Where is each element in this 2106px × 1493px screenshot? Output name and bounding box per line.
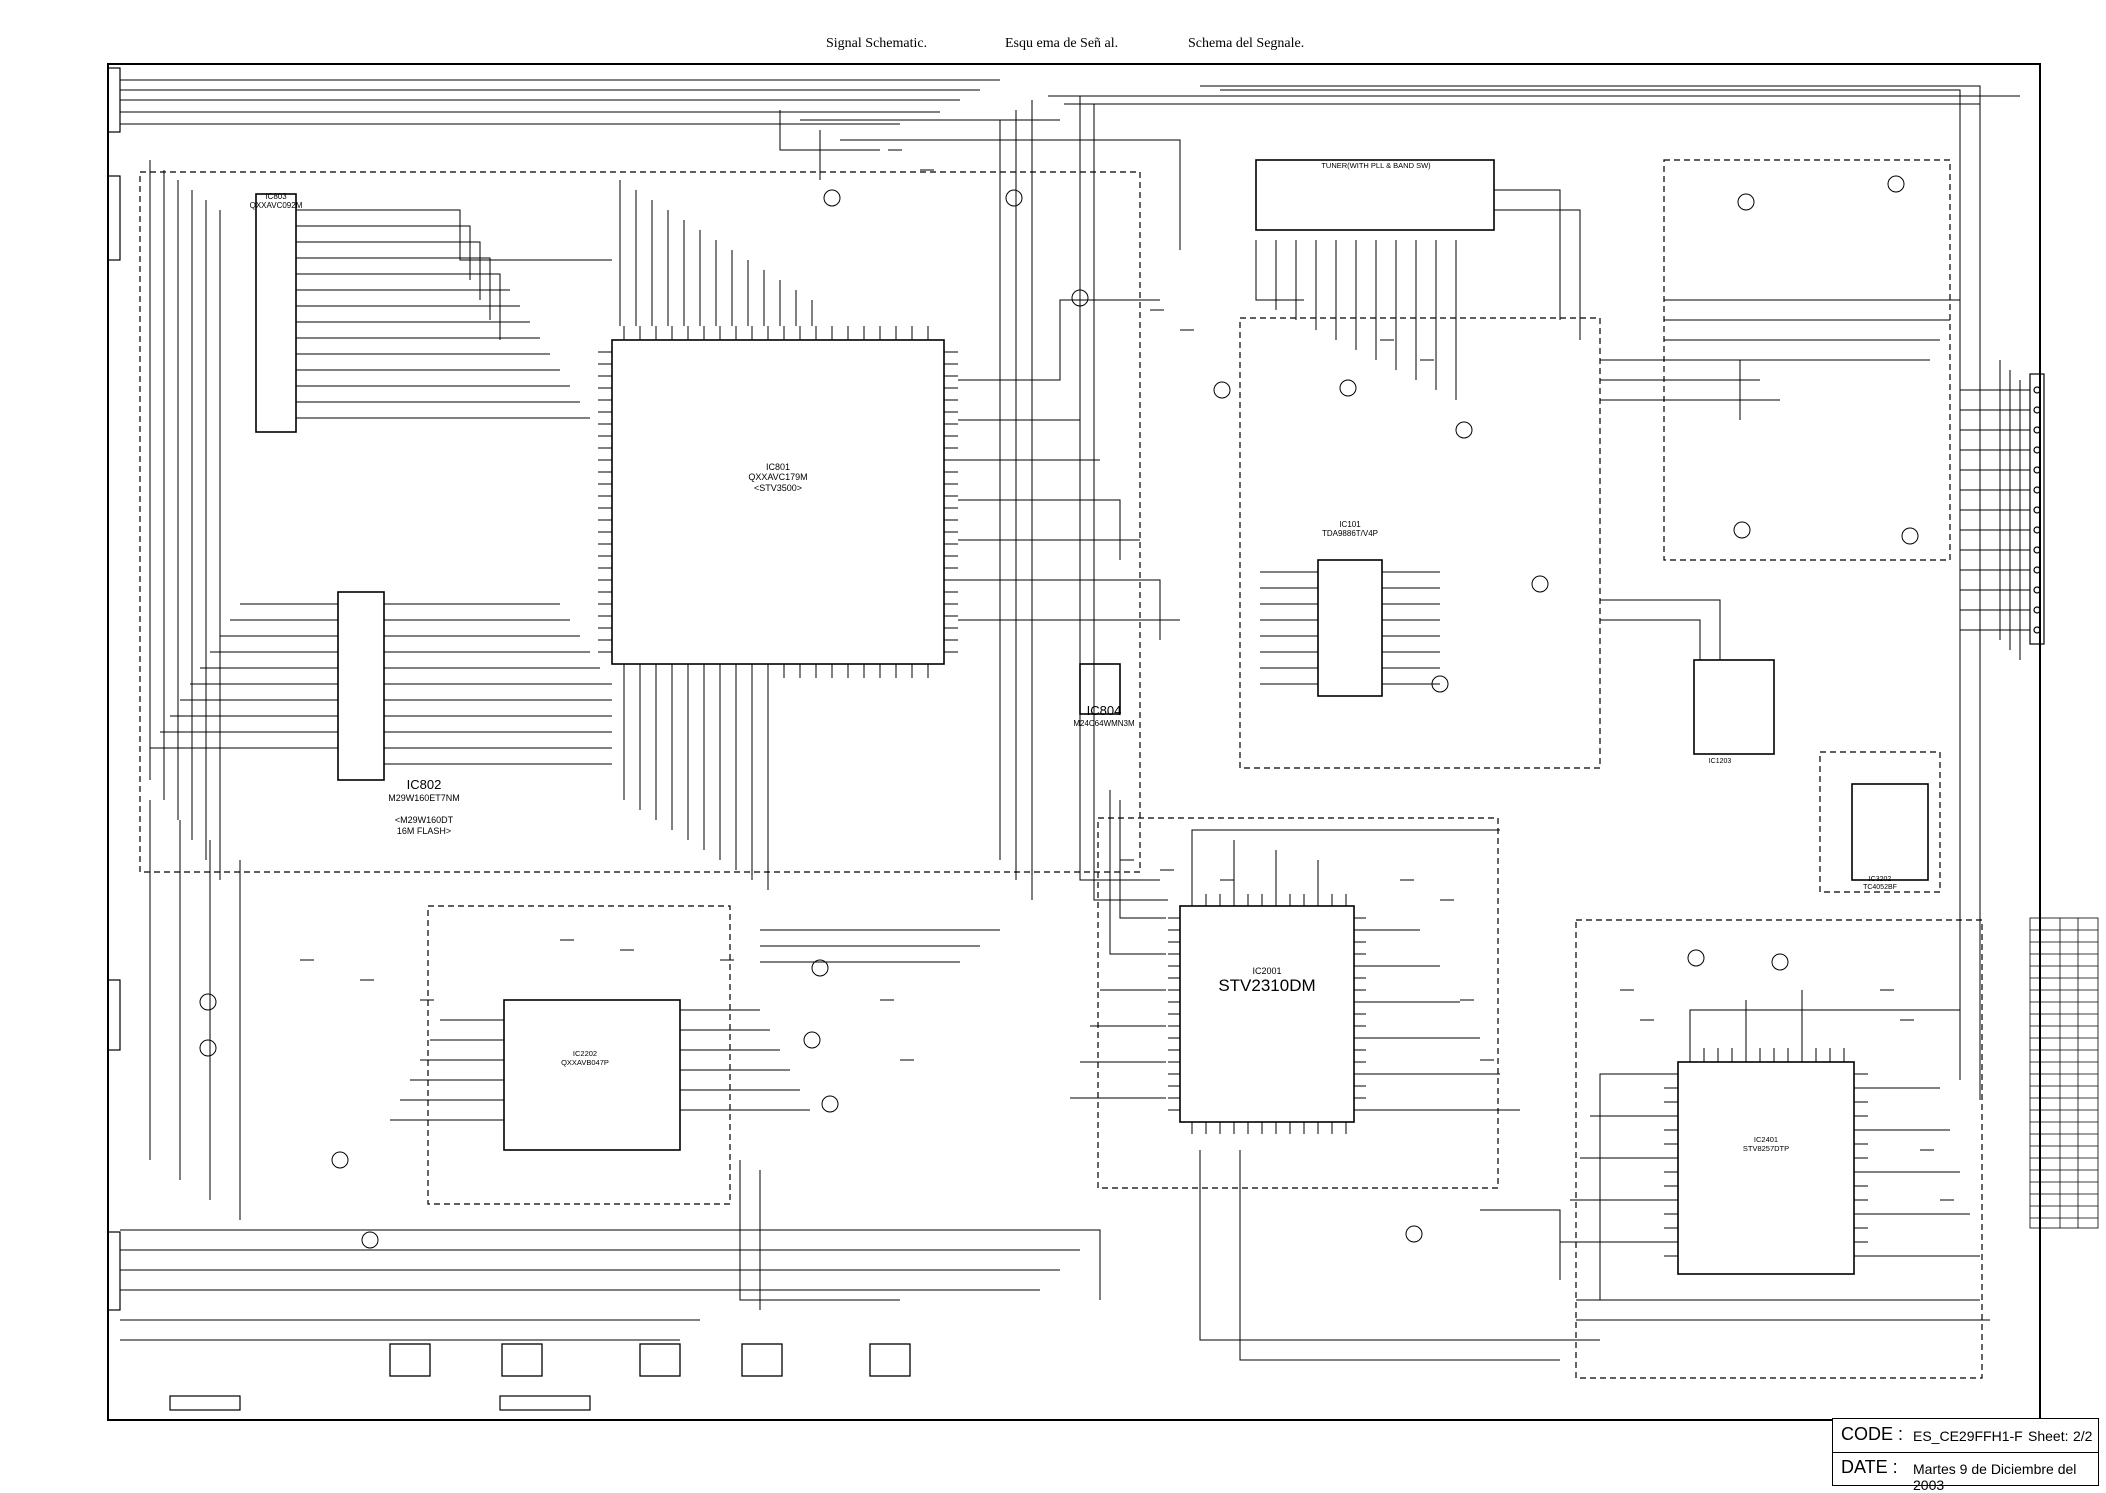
- ic803-body: [255, 193, 297, 433]
- wiring: [120, 79, 2030, 1361]
- ic802-body: [337, 591, 385, 781]
- section-boxes: [139, 159, 1983, 1379]
- ic2001-pins: [1168, 894, 1366, 1134]
- left-connectors: [107, 67, 591, 1411]
- ic1203-label: IC1203: [1708, 758, 1732, 765]
- title-spanish: Esqu ema de Señ al.: [1005, 36, 1119, 51]
- ic3202-label: IC3202 TC4052BF: [1863, 876, 1897, 892]
- tuner-body: [1255, 159, 1495, 231]
- date-label: DATE :: [1841, 1457, 1898, 1477]
- title-block: CODE : ES_CE29FFH1-F Sheet: 2/2 DATE : M…: [1832, 1418, 2099, 1493]
- ic801-pins: [598, 326, 958, 678]
- date-value: Martes 9 de Diciembre del 2003: [1913, 1461, 2077, 1493]
- code-value: ES_CE29FFH1-F: [1913, 1428, 2023, 1444]
- sheet-frame: [107, 63, 2041, 1421]
- ic2001-body: [1179, 905, 1355, 1123]
- scart-connector: [2029, 373, 2045, 645]
- bottom-amps: [389, 1343, 911, 1377]
- tuner-label: TUNER(WITH PLL & BAND SW): [1321, 161, 1431, 170]
- option-table-grid: [2029, 917, 2099, 1229]
- sheet-label: Sheet:: [2028, 1428, 2069, 1444]
- sheet-value: 2/2: [2073, 1428, 2093, 1444]
- ic801-body: [611, 339, 945, 665]
- ic2001-label: IC2001 STV2310DM: [1218, 966, 1316, 996]
- ic2202-label: IC2202 QXXAVB047P: [561, 1049, 609, 1067]
- code-label: CODE :: [1841, 1424, 1904, 1444]
- ic2202-body: [503, 999, 681, 1151]
- ic101-label: IC101 TDA9886T/V4P: [1321, 520, 1379, 539]
- ic2401-pins: [1664, 1048, 1868, 1257]
- ic101-body: [1317, 559, 1383, 697]
- ic1203-body: [1693, 659, 1775, 755]
- title-italian: Schema del Segnale.: [1188, 36, 1305, 51]
- ic804-label: IC804 M24C64WMN3M: [1073, 703, 1135, 728]
- title-block-code-row: CODE : ES_CE29FFH1-F Sheet: 2/2: [1833, 1419, 2098, 1453]
- ic2401-label: IC2401 STV8257DTP: [1742, 1135, 1790, 1153]
- title-block-date-row: DATE : Martes 9 de Diciembre del 2003: [1833, 1452, 2098, 1493]
- discrete-components: [199, 149, 1954, 1249]
- ic801-label: IC801 QXXAVC179M <STV3500>: [748, 462, 808, 493]
- title-english: Signal Schematic.: [826, 36, 928, 51]
- ic3202-body: [1851, 783, 1929, 881]
- ic2401-body: [1677, 1061, 1855, 1275]
- ic802-label: IC802 M29W160ET7NM <M29W160DT 16M FLASH>: [388, 777, 460, 836]
- ic803-label: IC803 QXXAVC092M: [249, 192, 303, 211]
